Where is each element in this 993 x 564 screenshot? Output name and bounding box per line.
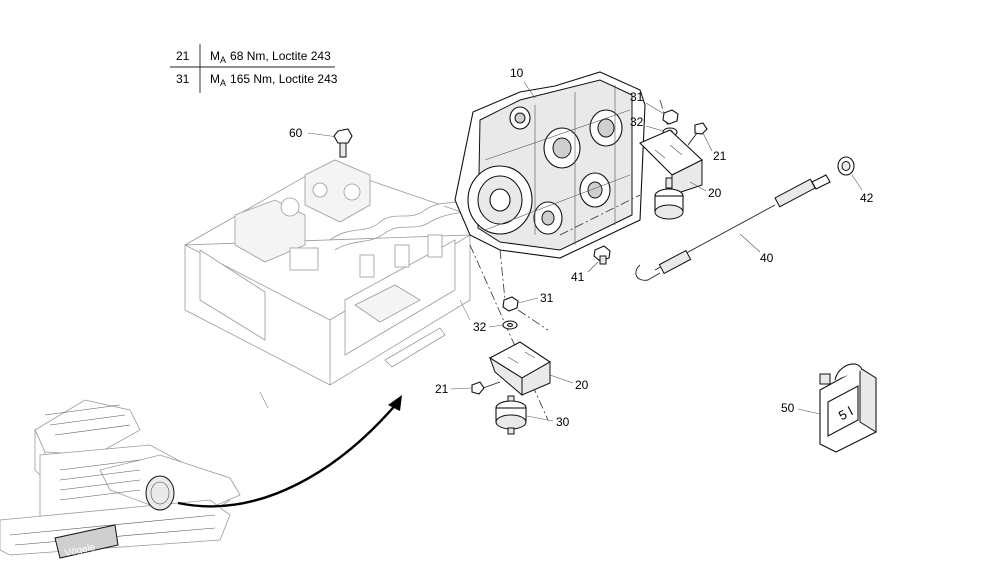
centerline-upper xyxy=(559,194,641,236)
location-arrow xyxy=(177,395,402,508)
gear-hub-low xyxy=(533,201,563,235)
svg-text:50: 50 xyxy=(781,401,795,415)
svg-text:60: 60 xyxy=(289,126,303,140)
centerline-b xyxy=(517,309,549,331)
svg-text:41: 41 xyxy=(571,270,585,284)
lower-mount-assembly xyxy=(471,296,552,435)
svg-text:42: 42 xyxy=(860,191,874,205)
spec-pos-31: 31 xyxy=(176,72,190,86)
centerline-a xyxy=(499,249,506,301)
bolt-icon xyxy=(333,128,353,158)
callout-40: 40 xyxy=(739,233,774,265)
callout-32-low: 32 xyxy=(473,320,504,334)
washer-icon-lower xyxy=(502,320,518,330)
gear-hub-left xyxy=(467,165,533,235)
callout-20-top: 20 xyxy=(689,181,722,200)
rubber-mount-icon-upper xyxy=(654,177,684,220)
gearbox-icon xyxy=(454,71,646,259)
bolt-icon-upper xyxy=(687,122,708,146)
callout-31-low: 31 xyxy=(517,291,554,305)
svg-text:21: 21 xyxy=(435,382,449,396)
bracket-icon-lower xyxy=(488,341,552,397)
callout-31-top: 31 xyxy=(630,90,665,115)
centerline-lower xyxy=(469,244,549,421)
rubber-mount-icon-lower xyxy=(495,395,527,435)
callout-60: 60 xyxy=(289,126,353,158)
oil-canister-icon: 5 l xyxy=(819,363,877,453)
callout-50: 50 xyxy=(781,401,821,415)
bolt-icon-lower xyxy=(471,381,501,395)
svg-text:40: 40 xyxy=(760,251,774,265)
nut-icon-lower xyxy=(502,296,519,312)
callout-30: 30 xyxy=(526,415,570,429)
callout-10: 10 xyxy=(510,66,536,99)
engine-block-icon xyxy=(183,159,472,409)
upper-mount-assembly xyxy=(639,109,708,220)
svg-text:21: 21 xyxy=(713,149,727,163)
fitting-icon-41 xyxy=(593,245,611,265)
gear-hub-top xyxy=(543,127,581,169)
highlighted-gearbox-location xyxy=(145,475,175,511)
svg-text:20: 20 xyxy=(708,186,722,200)
svg-text:30: 30 xyxy=(556,415,570,429)
callout-42: 42 xyxy=(851,174,874,205)
svg-text:31: 31 xyxy=(540,291,554,305)
callout-32-top: 32 xyxy=(630,115,664,132)
hose-icon xyxy=(635,174,831,281)
nut-icon-upper xyxy=(662,109,679,125)
svg-text:32: 32 xyxy=(473,320,487,334)
callout-20-low: 20 xyxy=(549,374,589,392)
svg-text:10: 10 xyxy=(510,66,524,80)
callout-41: 41 xyxy=(571,261,599,284)
bracket-icon-upper xyxy=(639,129,703,196)
canister-label: 5 l xyxy=(836,403,855,423)
callout-21-low: 21 xyxy=(435,382,472,396)
svg-text:20: 20 xyxy=(575,378,589,392)
cap-icon-42 xyxy=(837,156,855,176)
gear-hub-right xyxy=(589,109,623,147)
paver-machine-icon: Vögele xyxy=(0,399,241,559)
gear-hub-mid xyxy=(579,172,611,208)
spec-pos-21: 21 xyxy=(176,49,190,63)
svg-text:31: 31 xyxy=(630,90,644,104)
svg-text:32: 32 xyxy=(630,115,644,129)
callout-21-top: 21 xyxy=(702,132,727,163)
